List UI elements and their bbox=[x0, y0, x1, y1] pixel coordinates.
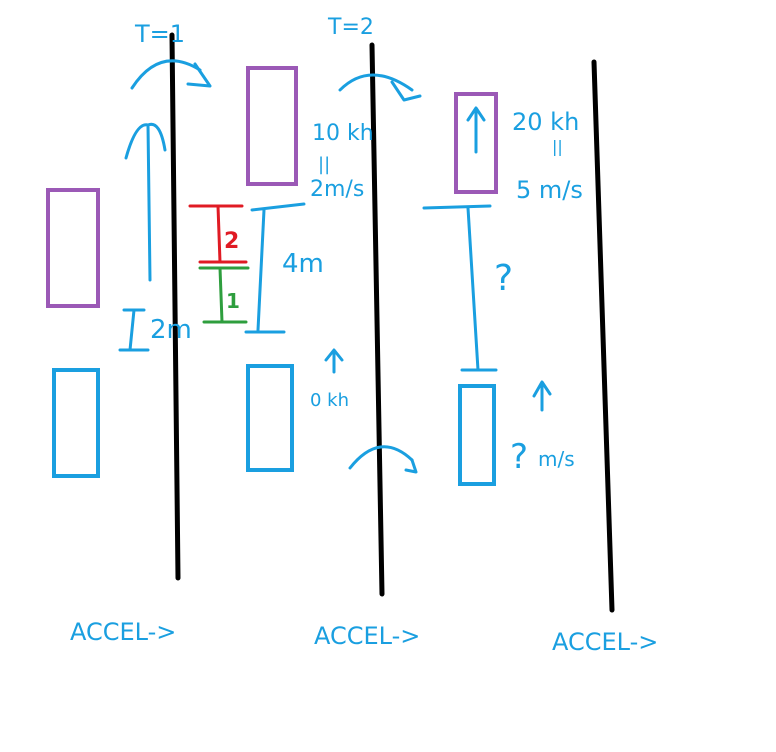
frame-2-lower-arrow bbox=[324, 348, 344, 374]
frame-1-curved-arrow-head bbox=[186, 62, 212, 88]
frame-1: T=1 2m ACCEL-> bbox=[46, 20, 212, 646]
frame-2-bottom-curved-arrow bbox=[348, 445, 414, 470]
frame-3-timeline bbox=[591, 59, 615, 613]
frame-2-curved-arrow-head bbox=[390, 80, 422, 102]
frame-2-bottom-curved-arrow-head bbox=[404, 458, 418, 474]
frame-2-accel-label: ACCEL-> bbox=[314, 622, 420, 650]
frame-3-distance-bracket bbox=[422, 204, 498, 372]
frame-3-upper-equals: || bbox=[552, 137, 563, 156]
frame-3-blue-box bbox=[458, 384, 496, 486]
frame-3-accel-label: ACCEL-> bbox=[552, 628, 658, 656]
frame-2-green-segment-label: 1 bbox=[226, 289, 240, 313]
frame-3-distance-unknown: ? bbox=[494, 258, 513, 299]
frame-1-timeline bbox=[169, 32, 181, 581]
frame-3-lower-up-arrow bbox=[532, 380, 552, 412]
frame-2-red-bracket bbox=[188, 204, 248, 264]
frame-3: 20 kh || 5 m/s ? ? m/s ACCEL-> bbox=[422, 59, 658, 656]
frame-2-timeline bbox=[369, 42, 385, 597]
frame-2-curved-arrow bbox=[338, 73, 414, 92]
frame-2-distance-bracket bbox=[244, 202, 306, 334]
frame-2-blue-box bbox=[246, 364, 294, 472]
frame-1-up-arrow bbox=[124, 123, 152, 282]
frame-1-up-arrow-head bbox=[146, 122, 167, 152]
frame-2-upper-velocity: 2m/s bbox=[310, 177, 364, 202]
frame-2-lower-mass: 0 kh bbox=[310, 390, 349, 411]
frame-3-inner-up-arrow bbox=[466, 106, 486, 154]
frame-2-upper-mass: 10 kh bbox=[312, 121, 374, 146]
frame-3-upper-mass: 20 kh bbox=[512, 108, 579, 136]
frame-3-lower-velocity-unit: m/s bbox=[538, 447, 575, 471]
frame-1-distance-label: 2m bbox=[150, 315, 192, 345]
frame-1-purple-box bbox=[46, 188, 100, 308]
frame-2: T=2 10 kh || 2m/s 2 1 4m 0 kh ACCEL-> bbox=[188, 15, 422, 650]
frame-1-blue-box bbox=[52, 368, 100, 478]
frame-2-purple-box bbox=[246, 66, 298, 186]
frame-3-purple-box bbox=[454, 92, 498, 194]
frame-1-time-label: T=1 bbox=[134, 20, 185, 48]
frame-3-upper-velocity: 5 m/s bbox=[516, 176, 583, 204]
frame-1-accel-label: ACCEL-> bbox=[70, 618, 176, 646]
frame-1-curved-arrow bbox=[130, 59, 202, 90]
frame-2-red-segment-label: 2 bbox=[224, 229, 239, 254]
frame-3-lower-velocity-unknown: ? bbox=[510, 437, 528, 477]
frame-2-upper-equals: || bbox=[318, 154, 330, 175]
frame-2-green-bracket bbox=[198, 266, 250, 324]
frame-2-time-label: T=2 bbox=[327, 15, 374, 40]
frame-1-distance-bracket bbox=[118, 308, 150, 352]
frame-2-distance-label: 4m bbox=[282, 249, 324, 279]
